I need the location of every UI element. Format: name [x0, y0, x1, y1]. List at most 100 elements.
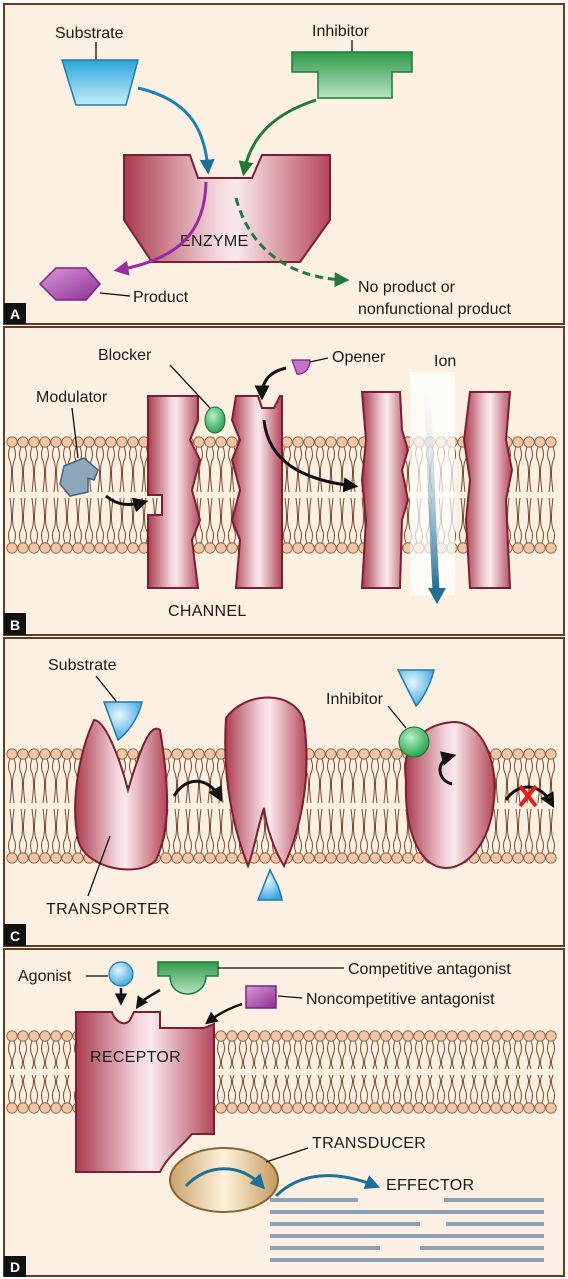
- lipid-head: [7, 1031, 17, 1041]
- lipid-head: [381, 1031, 391, 1041]
- lipid-head: [128, 749, 138, 759]
- lipid-head: [458, 1031, 468, 1041]
- competitive-label: Competitive antagonist: [348, 961, 511, 978]
- lipid-head: [40, 1103, 50, 1113]
- lipid-head: [414, 1103, 424, 1113]
- lipid-head: [315, 749, 325, 759]
- lipid-head: [524, 749, 534, 759]
- lipid-head: [348, 437, 358, 447]
- lipid-head: [414, 1031, 424, 1041]
- lipid-head: [40, 749, 50, 759]
- lipid-head: [40, 437, 50, 447]
- lipid-head: [194, 543, 204, 553]
- substrate-shape-a: [62, 60, 138, 105]
- lipid-head: [238, 1103, 248, 1113]
- modulator-label: Modulator: [36, 389, 108, 406]
- lipid-head: [117, 437, 127, 447]
- lipid-head: [392, 749, 402, 759]
- lipid-head: [315, 1031, 325, 1041]
- lipid-head: [315, 1103, 325, 1113]
- lipid-head: [337, 853, 347, 863]
- lipid-head: [183, 749, 193, 759]
- lipid-head: [282, 543, 292, 553]
- lipid-head: [348, 1031, 358, 1041]
- transporter-label: TRANSPORTER: [46, 901, 170, 918]
- channel-subunit-3: [362, 392, 408, 588]
- inhibitor-label-c: Inhibitor: [326, 691, 384, 708]
- lipid-head: [546, 437, 556, 447]
- lipid-head: [293, 853, 303, 863]
- lipid-head: [524, 437, 534, 447]
- inhibitor-label-a: Inhibitor: [312, 23, 370, 40]
- lipid-head: [491, 853, 501, 863]
- noncompetitive-label: Noncompetitive antagonist: [306, 991, 495, 1008]
- channel-subunit-2: [232, 396, 282, 588]
- lipid-head: [381, 853, 391, 863]
- channel-label: CHANNEL: [168, 603, 247, 620]
- lipid-head: [18, 1103, 28, 1113]
- product-label: Product: [133, 289, 189, 306]
- lipid-head: [51, 543, 61, 553]
- lipid-head: [425, 1031, 435, 1041]
- lipid-head: [546, 1103, 556, 1113]
- lipid-head: [7, 853, 17, 863]
- lipid-head: [348, 749, 358, 759]
- lipid-head: [315, 543, 325, 553]
- blocker-shape: [205, 407, 225, 433]
- lipid-head: [216, 543, 226, 553]
- lipid-head: [183, 853, 193, 863]
- lipid-head: [337, 437, 347, 447]
- lipid-head: [480, 853, 490, 863]
- lipid-head: [282, 1031, 292, 1041]
- lipid-head: [106, 543, 116, 553]
- lipid-head: [491, 749, 501, 759]
- lipid-head: [216, 437, 226, 447]
- lipid-head: [524, 853, 534, 863]
- lipid-head: [18, 749, 28, 759]
- lipid-head: [84, 437, 94, 447]
- lipid-head: [216, 1103, 226, 1113]
- lipid-head: [447, 1103, 457, 1113]
- lipid-head: [546, 853, 556, 863]
- lipid-head: [546, 1031, 556, 1041]
- lipid-head: [194, 853, 204, 863]
- transducer-shape: [170, 1148, 278, 1212]
- lipid-head: [535, 437, 545, 447]
- lipid-head: [62, 543, 72, 553]
- effector-label: EFFECTOR: [386, 1177, 474, 1194]
- panel-b: B Modulator Blocker Opener Ion CHANNEL: [4, 327, 564, 635]
- channel-subunit-4: [464, 392, 512, 588]
- lipid-head: [62, 853, 72, 863]
- lipid-head: [403, 1103, 413, 1113]
- lipid-head: [304, 853, 314, 863]
- lipid-head: [282, 1103, 292, 1113]
- lipid-head: [304, 543, 314, 553]
- lipid-head: [304, 437, 314, 447]
- lipid-head: [249, 1103, 259, 1113]
- lipid-head: [51, 853, 61, 863]
- lipid-head: [502, 1031, 512, 1041]
- channel-subunit-1: [148, 396, 200, 588]
- lipid-head: [29, 853, 39, 863]
- lipid-head: [260, 853, 270, 863]
- lipid-head: [381, 749, 391, 759]
- lipid-head: [73, 853, 83, 863]
- lipid-head: [172, 749, 182, 759]
- lipid-head: [392, 853, 402, 863]
- lipid-head: [84, 543, 94, 553]
- lipid-head: [73, 543, 83, 553]
- lipid-head: [392, 1103, 402, 1113]
- lipid-head: [480, 1031, 490, 1041]
- lipid-head: [513, 853, 523, 863]
- lipid-head: [128, 543, 138, 553]
- lipid-head: [315, 437, 325, 447]
- lipid-head: [106, 437, 116, 447]
- lipid-head: [524, 1103, 534, 1113]
- no-product-label-1: No product or: [358, 279, 456, 296]
- lipid-head: [29, 1031, 39, 1041]
- lipid-head: [161, 853, 171, 863]
- lipid-head: [326, 1031, 336, 1041]
- lipid-head: [62, 1103, 72, 1113]
- lipid-head: [469, 1031, 479, 1041]
- panel-c-tag: C: [10, 928, 20, 944]
